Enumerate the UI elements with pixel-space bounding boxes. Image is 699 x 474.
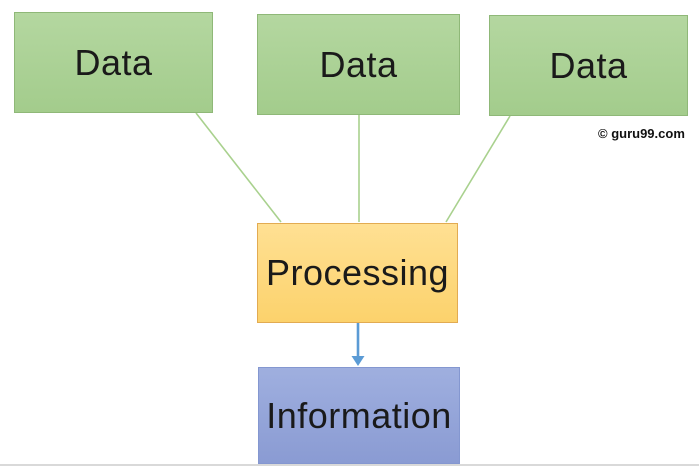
node-processing: Processing — [257, 223, 458, 323]
node-data-1-label: Data — [74, 41, 153, 83]
connector-data1-processing — [195, 112, 282, 223]
node-data-2-label: Data — [319, 43, 398, 85]
connector-data3-processing — [445, 115, 511, 223]
node-data-3-label: Data — [549, 44, 628, 86]
node-information: Information — [258, 367, 460, 464]
node-data-2: Data — [257, 14, 460, 115]
node-information-label: Information — [266, 394, 452, 436]
node-data-1: Data — [14, 12, 213, 113]
node-data-3: Data — [489, 15, 688, 116]
node-processing-label: Processing — [265, 252, 450, 293]
arrow-processing-information-head — [351, 356, 365, 366]
bottom-divider-line — [0, 464, 699, 466]
guru99-watermark: © guru99.com — [598, 126, 685, 141]
